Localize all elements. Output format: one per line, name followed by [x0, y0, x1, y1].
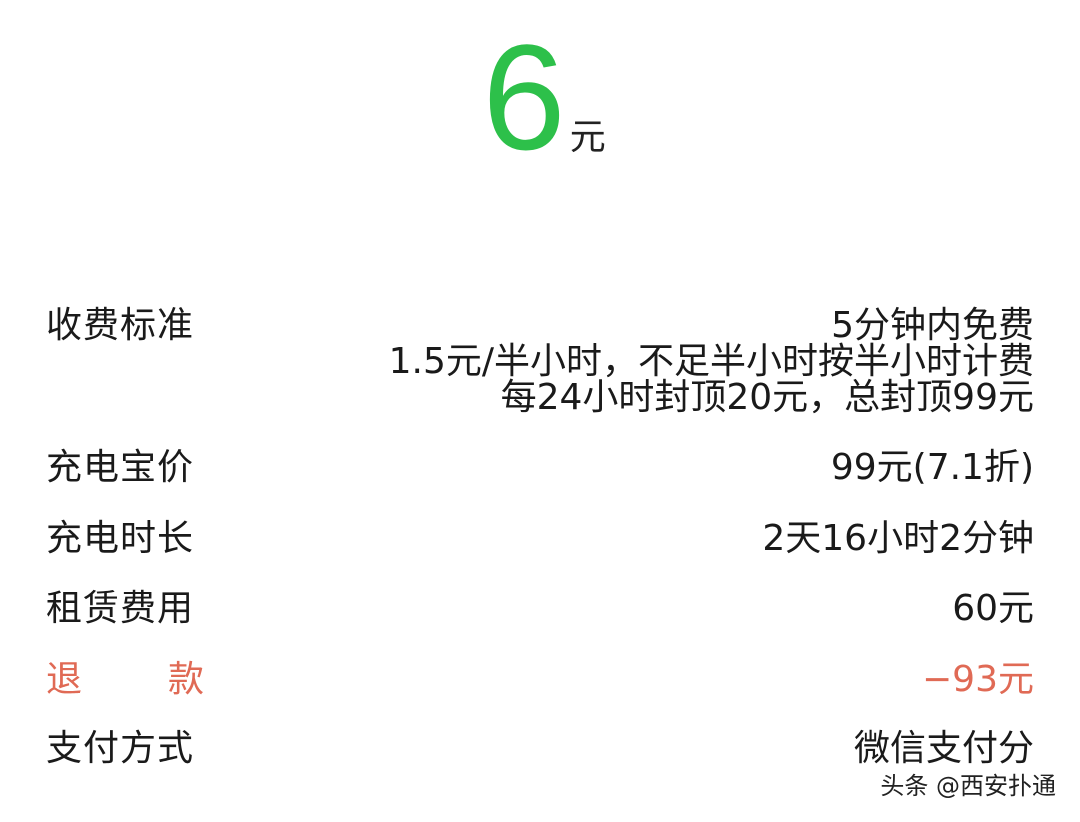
powerbank-price-label: 充电宝价: [46, 447, 195, 488]
fee-standard-line: 5分钟内免费: [831, 305, 1034, 346]
watermark: 头条 @西安扑通: [880, 772, 1056, 800]
charge-duration-row: 充电时长 2天16小时2分钟: [46, 521, 1034, 557]
charge-duration-value: 2天16小时2分钟: [762, 518, 1034, 559]
amount-value: 6: [482, 13, 566, 181]
refund-label: 退款: [46, 662, 204, 698]
refund-value: −93元: [922, 659, 1034, 700]
fee-standard-value: 5分钟内免费 1.5元/半小时，不足半小时按半小时计费 每24小时封顶20元，总…: [389, 308, 1034, 416]
powerbank-price-row: 充电宝价 99元(7.1折): [46, 450, 1034, 486]
fee-standard-label: 收费标准: [46, 305, 195, 346]
fee-standard-row: 收费标准 5分钟内免费 1.5元/半小时，不足半小时按半小时计费 每24小时封顶…: [46, 308, 1034, 416]
rental-fee-label: 租赁费用: [46, 588, 195, 629]
payment-method-row: 支付方式 微信支付分: [46, 731, 1034, 767]
refund-row: 退款 −93元: [46, 662, 1034, 698]
payment-method-label: 支付方式: [46, 728, 195, 769]
charge-duration-label: 充电时长: [46, 518, 195, 559]
amount-unit: 元: [569, 117, 606, 158]
powerbank-price-value: 99元(7.1折): [830, 447, 1034, 488]
fee-standard-line: 每24小时封顶20元，总封顶99元: [500, 377, 1034, 418]
rental-fee-row: 租赁费用 60元: [46, 591, 1034, 627]
refund-label-char: 款: [168, 659, 205, 700]
rental-fee-value: 60元: [952, 588, 1034, 629]
payment-method-value: 微信支付分: [853, 728, 1034, 769]
fee-standard-line: 1.5元/半小时，不足半小时按半小时计费: [388, 341, 1034, 382]
refund-label-char: 退: [46, 659, 83, 700]
